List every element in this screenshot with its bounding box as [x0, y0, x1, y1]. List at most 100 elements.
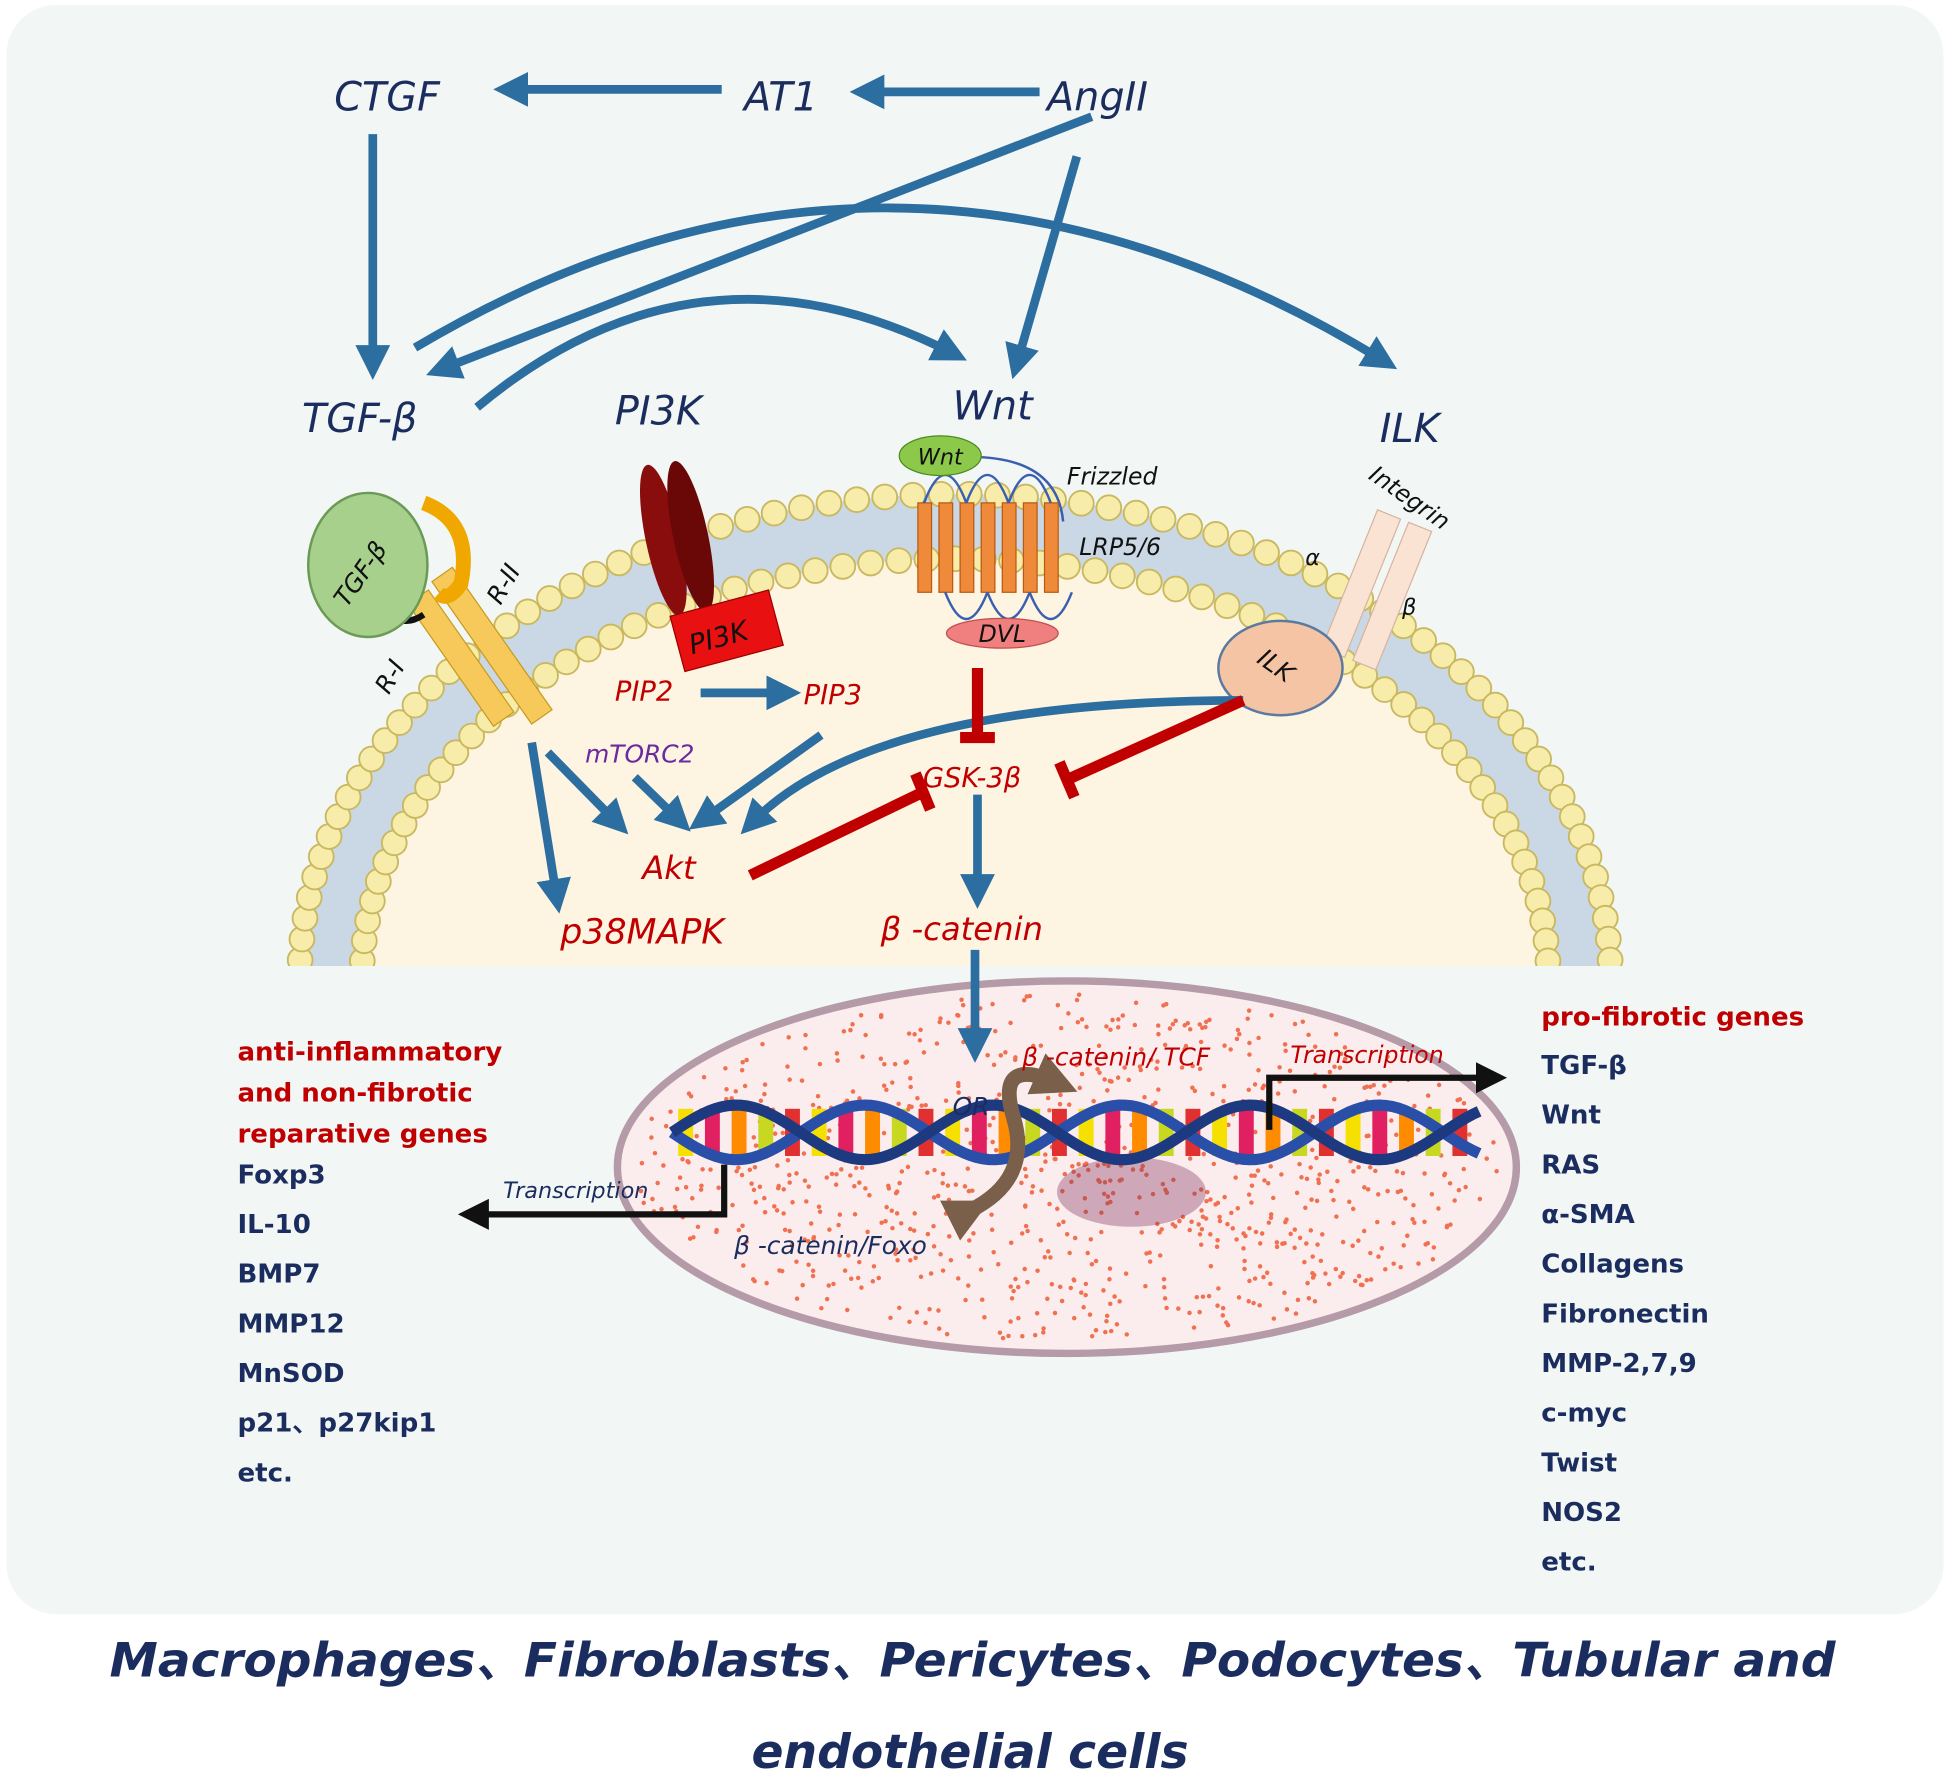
lipid-head: [1390, 691, 1418, 718]
right-gene-item: NOS2: [1541, 1498, 1622, 1528]
nucleus-dot: [1352, 1278, 1358, 1284]
nucleus-dot: [917, 1038, 923, 1043]
nucleus-dot: [1008, 1284, 1014, 1289]
nucleus-dot: [908, 1076, 913, 1081]
nucleus-dot: [1255, 1168, 1261, 1173]
nucleus-dot: [881, 1083, 887, 1088]
nucleus-dot: [750, 1277, 756, 1282]
nucleus-dot: [1196, 1222, 1201, 1227]
nucleus-dot: [1294, 1190, 1300, 1196]
nucleus-dot: [1180, 1214, 1186, 1220]
nucleus-dot: [1320, 1232, 1325, 1237]
nucleus-dot: [801, 1151, 807, 1156]
nucleus-dot: [785, 1064, 790, 1069]
nucleus-dot: [757, 1184, 763, 1189]
nucleus-dot: [1067, 1250, 1072, 1256]
nucleus-dot: [1192, 1088, 1198, 1094]
nucleus-dot: [1024, 994, 1029, 999]
nucleus-dot: [1308, 1165, 1313, 1170]
tgfb-receptor: TGF-β R-I R-II: [306, 491, 553, 728]
nucleus-dot: [1032, 1332, 1038, 1338]
nucleus-dot: [672, 1204, 678, 1210]
nucleus-dot: [1325, 1169, 1330, 1174]
nucleus-dot: [925, 1170, 930, 1175]
nucleus-dot: [1019, 1180, 1024, 1186]
frizzled-loop: [1007, 473, 1052, 504]
lipid-head: [1497, 709, 1525, 736]
nucleus-dot: [1310, 1254, 1315, 1259]
nucleus-dot: [1274, 1244, 1280, 1250]
nucleus-dot: [1031, 1043, 1036, 1049]
nucleus-dot: [742, 1083, 748, 1089]
nucleus-dot: [1003, 1050, 1008, 1055]
nucleus-dot: [1256, 1068, 1261, 1073]
nucleus-dot: [1221, 1098, 1226, 1104]
nucleus-dot: [1102, 1180, 1108, 1185]
nucleus-dot: [1156, 1087, 1161, 1092]
nucleus-dot: [741, 1263, 746, 1268]
nucleus-dot: [947, 1234, 952, 1239]
frizzled-helix: [938, 502, 954, 593]
nucleus-dot: [1200, 1025, 1205, 1031]
nucleus-dot: [1101, 1191, 1107, 1197]
nucleus-dot: [1338, 1051, 1344, 1057]
nucleus-dot: [1412, 1220, 1417, 1226]
lipid-head: [553, 648, 580, 676]
nucleus-dot: [928, 1271, 934, 1276]
nucleus-dot: [1304, 1241, 1309, 1246]
nucleus-dot: [1144, 1172, 1149, 1178]
nucleus-dot: [760, 1041, 765, 1047]
nucleus-dot: [1251, 1300, 1256, 1306]
nucleus-dot: [1376, 1254, 1381, 1259]
nucleus-dot: [1068, 1285, 1073, 1291]
nucleus-dot: [1351, 1169, 1356, 1174]
nucleus-dot: [964, 1127, 969, 1132]
nucleus-dot: [1171, 1177, 1176, 1183]
nucleus-dot: [1447, 1181, 1453, 1186]
nucleus-dot: [1179, 1065, 1185, 1070]
nucleus-dot: [1077, 1085, 1083, 1091]
nucleus-dot: [1271, 1195, 1276, 1201]
nucleus-dot: [1234, 1036, 1240, 1042]
lipid-head: [620, 612, 648, 640]
lipid-head: [1408, 706, 1436, 734]
nucleus-dot: [824, 1296, 830, 1302]
nucleus-dot: [1211, 1161, 1217, 1167]
frizzled-helix: [980, 502, 996, 593]
nucleus-dot: [896, 1101, 901, 1107]
lipid-head: [1511, 727, 1539, 754]
nucleus-dot: [661, 1163, 666, 1168]
nucleus-dot: [1362, 1185, 1367, 1190]
nucleus-dot: [1225, 1221, 1230, 1227]
nucleus-dot: [927, 1306, 932, 1312]
pathway-arrows: [355, 72, 1398, 411]
lipid-head: [1188, 583, 1216, 611]
nucleus-dot: [1249, 1173, 1254, 1178]
dna-base-pair: [1132, 1108, 1147, 1156]
nucleus-dot: [786, 1035, 791, 1040]
nucleus-dot: [960, 1002, 966, 1008]
nucleus-dot: [1257, 1241, 1263, 1246]
nucleus-dot: [810, 1268, 816, 1274]
nucleus-dot: [1025, 1279, 1030, 1285]
nucleus-dot: [680, 1157, 685, 1162]
lipid-head: [401, 792, 429, 819]
arrow-tgfb-wnt: [474, 295, 967, 411]
nucleus-dot: [1137, 1064, 1143, 1069]
frizzled-helix: [1001, 502, 1017, 593]
nucleus-dot: [1364, 1277, 1369, 1283]
nucleus-dot: [1122, 1065, 1127, 1070]
nucleus-dot: [834, 1172, 839, 1177]
nucleus-dot: [1322, 1084, 1327, 1089]
nucleus-dot: [827, 1227, 832, 1232]
lipid-head: [747, 568, 775, 596]
nucleus-dot: [1198, 1187, 1204, 1192]
nucleus-dot: [744, 1239, 749, 1245]
nucleus-dot: [1076, 1173, 1081, 1178]
nucleus-dot: [1086, 1167, 1091, 1173]
nucleus-dot: [1271, 1316, 1277, 1321]
lipid-head: [899, 481, 927, 509]
nucleus-dot: [1164, 1305, 1169, 1311]
nucleus-dot: [1154, 1066, 1159, 1071]
nucleus-dot: [905, 1164, 911, 1170]
